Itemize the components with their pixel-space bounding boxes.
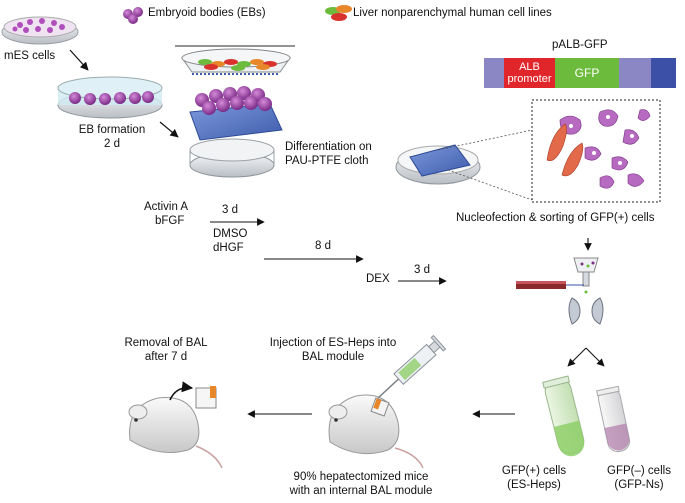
gfp-positive-tube-icon xyxy=(542,375,585,457)
gfp-negative-label: GFP(–) cells (GFP-Ns) xyxy=(597,464,681,492)
injection-line2: BAL module xyxy=(301,351,365,363)
cloth-dish-icon xyxy=(395,129,533,201)
alb-promoter-segment: ALB promoter xyxy=(504,58,555,88)
mouse-with-bal-icon xyxy=(328,394,424,469)
differentiation-line1: Differentiation on xyxy=(285,141,372,153)
mes-cells-label: mES cells xyxy=(4,50,56,62)
gfp-segment: GFP xyxy=(555,58,619,88)
palb-gfp-construct: ALB promoter GFP xyxy=(484,58,676,88)
eb-on-cloth-icon xyxy=(189,86,283,178)
transwell-insert-icon xyxy=(175,45,295,75)
removal-line1: Removal of BAL xyxy=(124,337,208,349)
bfgf-label: bFGF xyxy=(155,215,185,227)
arrow-eb-to-cloth xyxy=(159,121,179,138)
nucleofection-label: Nucleofection & sorting of GFP(+) cells xyxy=(456,212,655,224)
vector-segment-mid xyxy=(619,58,651,88)
liver-cells-legend-label: Liver nonparenchymal human cell lines xyxy=(353,7,552,19)
arrow-mes-to-eb xyxy=(69,49,89,71)
liver-cells-legend-icon xyxy=(325,5,352,21)
differentiation-line2: PAU-PTFE cloth xyxy=(285,155,369,167)
eb-dish-icon xyxy=(57,76,163,119)
eb-formation-label: EB formation 2 d xyxy=(68,123,156,151)
vector-segment-right xyxy=(651,58,676,88)
mice-label: 90% hepatectomized mice with an internal… xyxy=(276,470,446,498)
eb-legend-icon xyxy=(123,7,143,24)
removal-label: Removal of BAL after 7 d xyxy=(116,336,216,364)
gfp-negative-tube-icon xyxy=(596,385,631,453)
dmso-label: DMSO xyxy=(213,228,248,240)
gfp-positive-line1: GFP(+) cells xyxy=(501,465,567,477)
differentiation-label: Differentiation on PAU-PTFE cloth xyxy=(285,140,372,168)
gfp-negative-line1: GFP(–) cells xyxy=(607,465,671,477)
eb-legend-label: Embryoid bodies (EBs) xyxy=(148,7,266,19)
arrow-to-gfp-neg xyxy=(585,347,605,367)
construct-title: pALB-GFP xyxy=(552,39,608,51)
eb-formation-days: 2 d xyxy=(104,138,120,150)
injection-label: Injection of ES-Heps into BAL module xyxy=(258,336,408,364)
promoter-label: promoter xyxy=(507,73,552,85)
cell-sorter-icon xyxy=(516,257,604,325)
gfp-positive-label: GFP(+) cells (ES-Heps) xyxy=(494,464,574,492)
mes-dish-icon xyxy=(1,16,79,45)
syringe-icon xyxy=(377,334,447,399)
mouse-removal-icon xyxy=(128,381,223,469)
mice-line1: 90% hepatectomized mice xyxy=(293,471,429,483)
alb-label: ALB xyxy=(519,61,540,73)
arrow-to-gfp-pos xyxy=(567,347,587,367)
cell-magnification-box xyxy=(531,99,661,203)
vector-segment-left xyxy=(484,58,504,88)
dhgf-label: dHGF xyxy=(213,242,244,254)
gfp-negative-line2: (GFP-Ns) xyxy=(614,479,664,491)
dex-label: DEX xyxy=(366,273,390,285)
gfp-positive-line2: (ES-Heps) xyxy=(507,479,561,491)
mice-line2: with an internal BAL module xyxy=(289,485,433,497)
injection-line1: Injection of ES-Heps into xyxy=(269,337,397,349)
eb-formation-text: EB formation xyxy=(78,124,146,136)
stage3-days-label: 3 d xyxy=(414,264,430,276)
activin-label: Activin A xyxy=(144,201,189,213)
stage1-days-label: 3 d xyxy=(222,204,238,216)
stage2-days-label: 8 d xyxy=(315,240,331,252)
removal-line2: after 7 d xyxy=(144,351,188,363)
